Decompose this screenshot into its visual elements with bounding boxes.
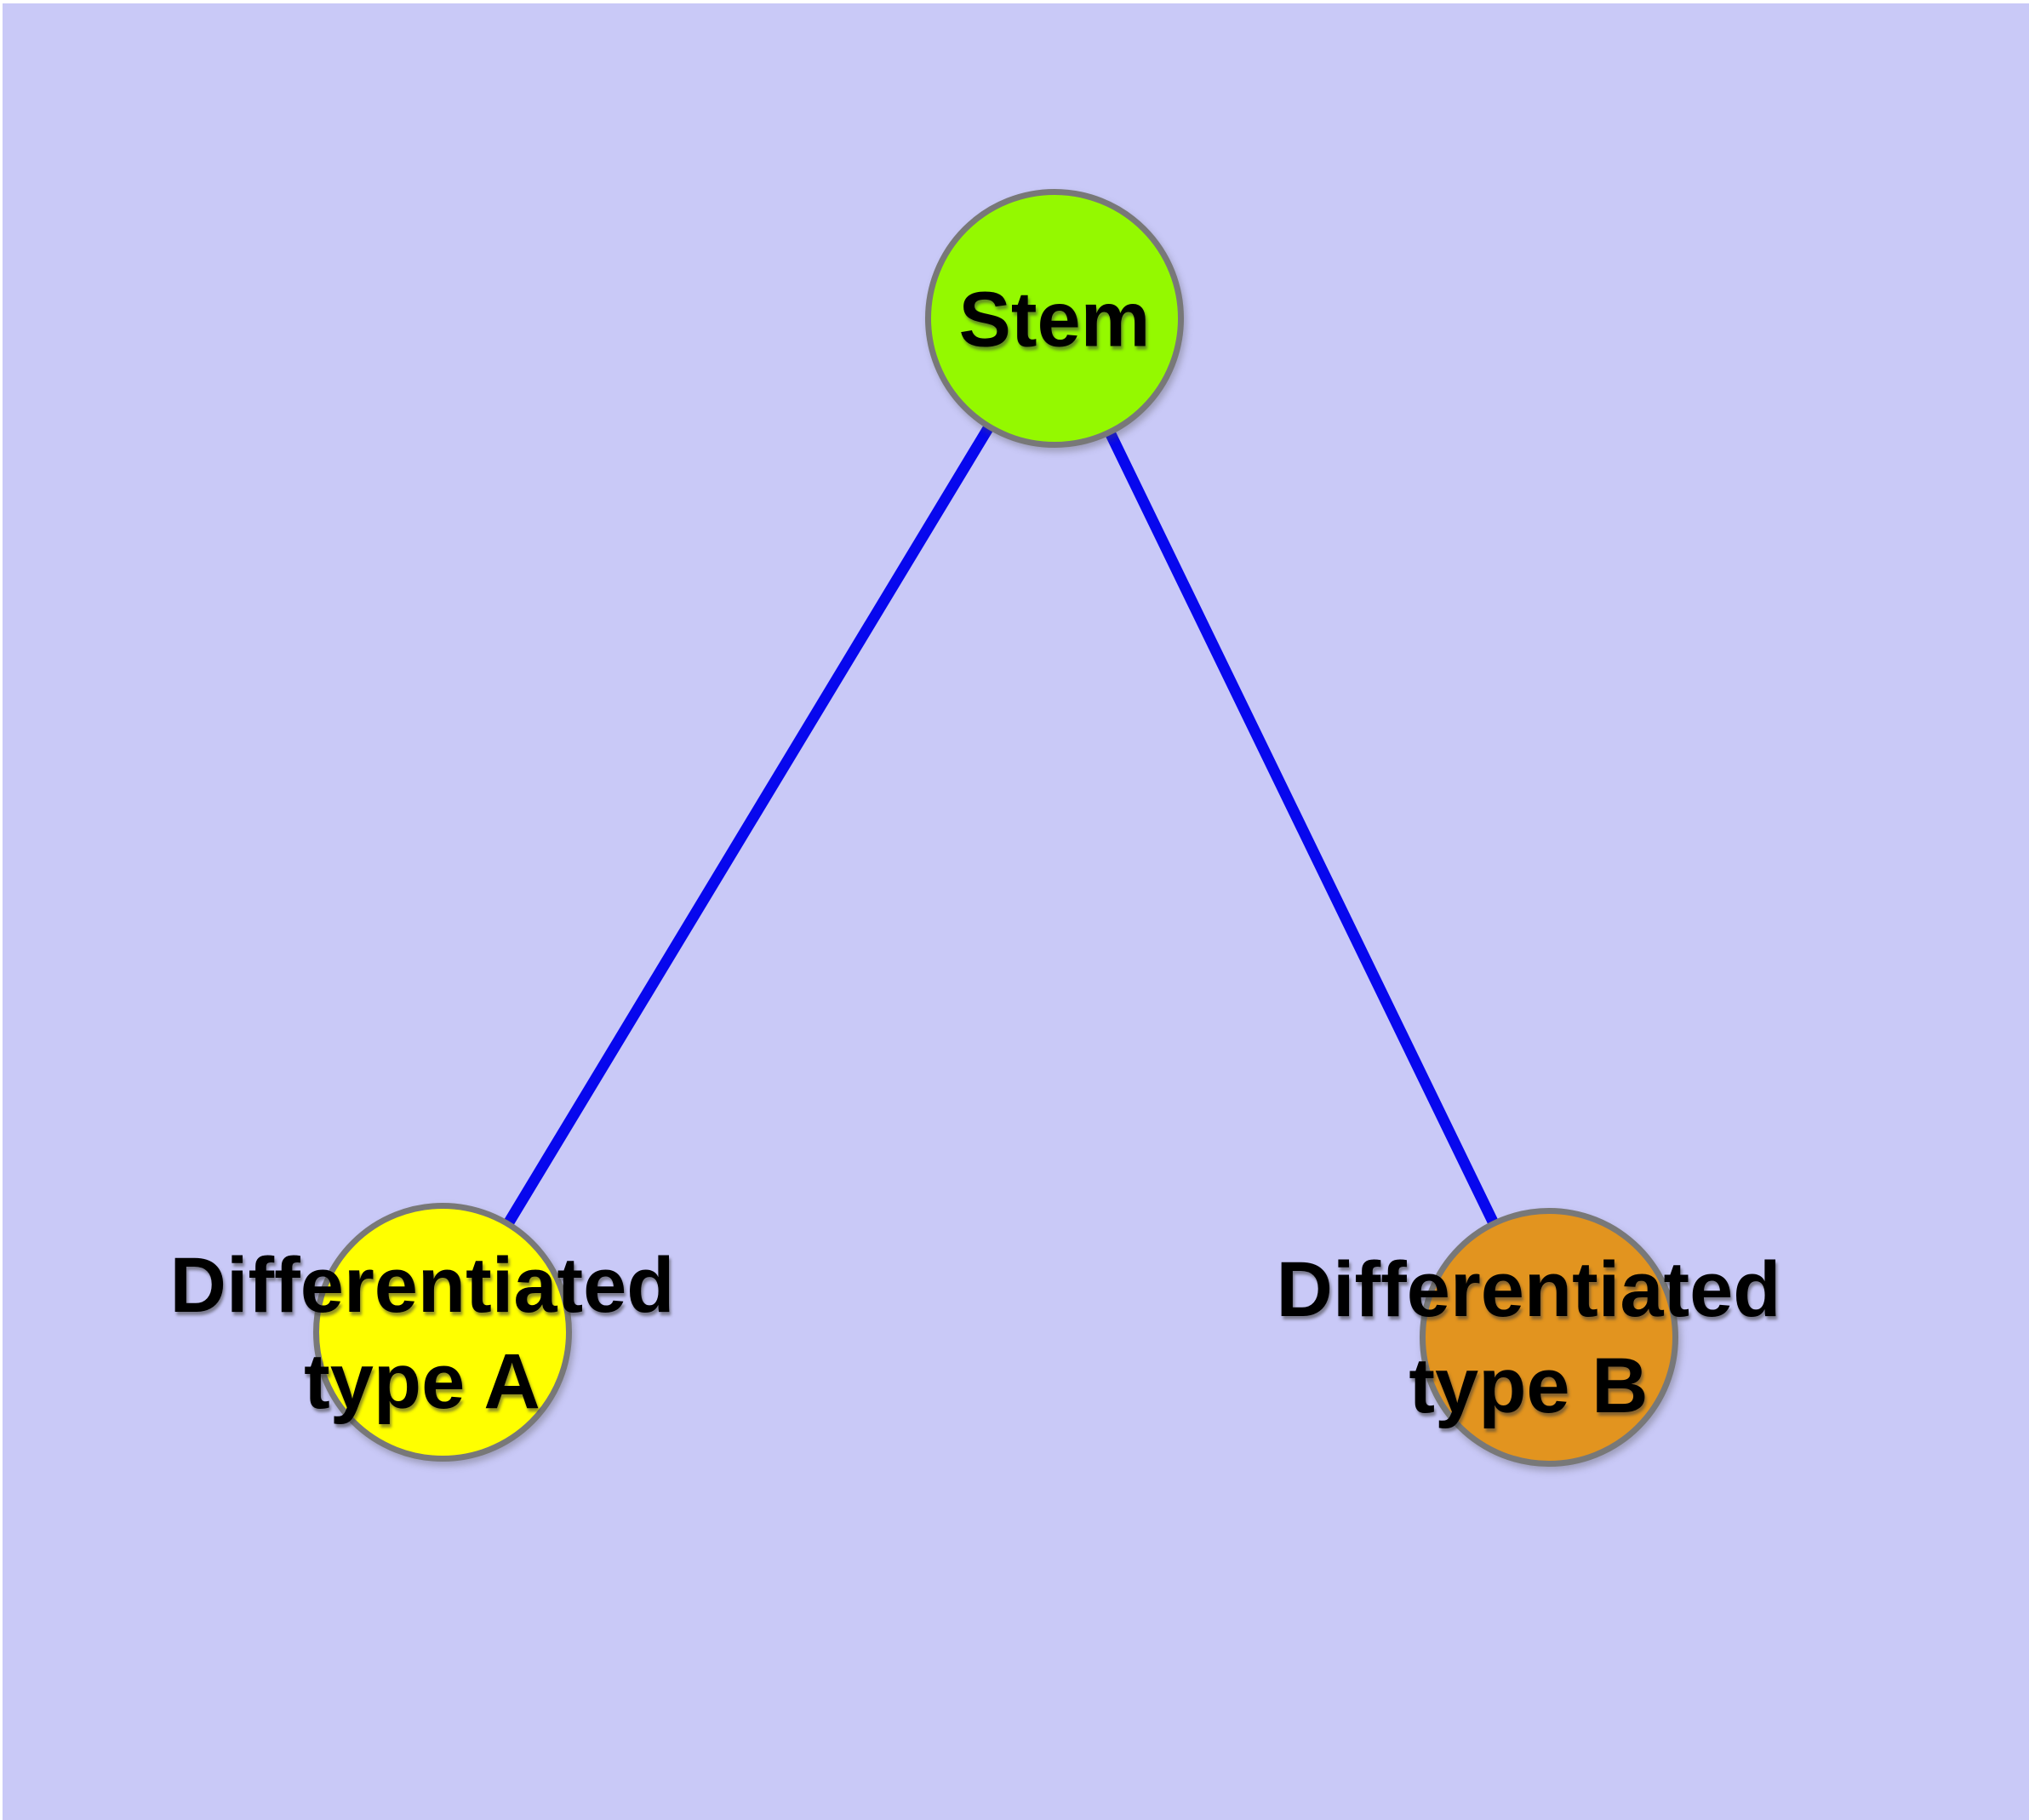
node-label-differentiated-type-b: Differentiated type B	[1277, 1242, 1781, 1434]
node-differentiated-type-a[interactable]	[313, 1203, 572, 1462]
node-label-differentiated-type-a: Differentiated type A	[170, 1238, 675, 1430]
node-label-type-b-line1: Differentiated	[1276, 1246, 1781, 1333]
node-stem[interactable]	[925, 189, 1184, 448]
node-label-stem-line1: Stem	[958, 276, 1151, 363]
node-label-stem: Stem	[959, 272, 1151, 369]
node-differentiated-type-b[interactable]	[1420, 1208, 1678, 1467]
edge-stem-to-type-b	[1049, 316, 1554, 1340]
node-label-type-a-line2: type A	[304, 1338, 540, 1425]
node-label-type-b-line2: type B	[1409, 1342, 1649, 1429]
edge-stem-to-type-a	[437, 315, 1060, 1336]
node-label-type-a-line1: Differentiated	[169, 1242, 675, 1329]
